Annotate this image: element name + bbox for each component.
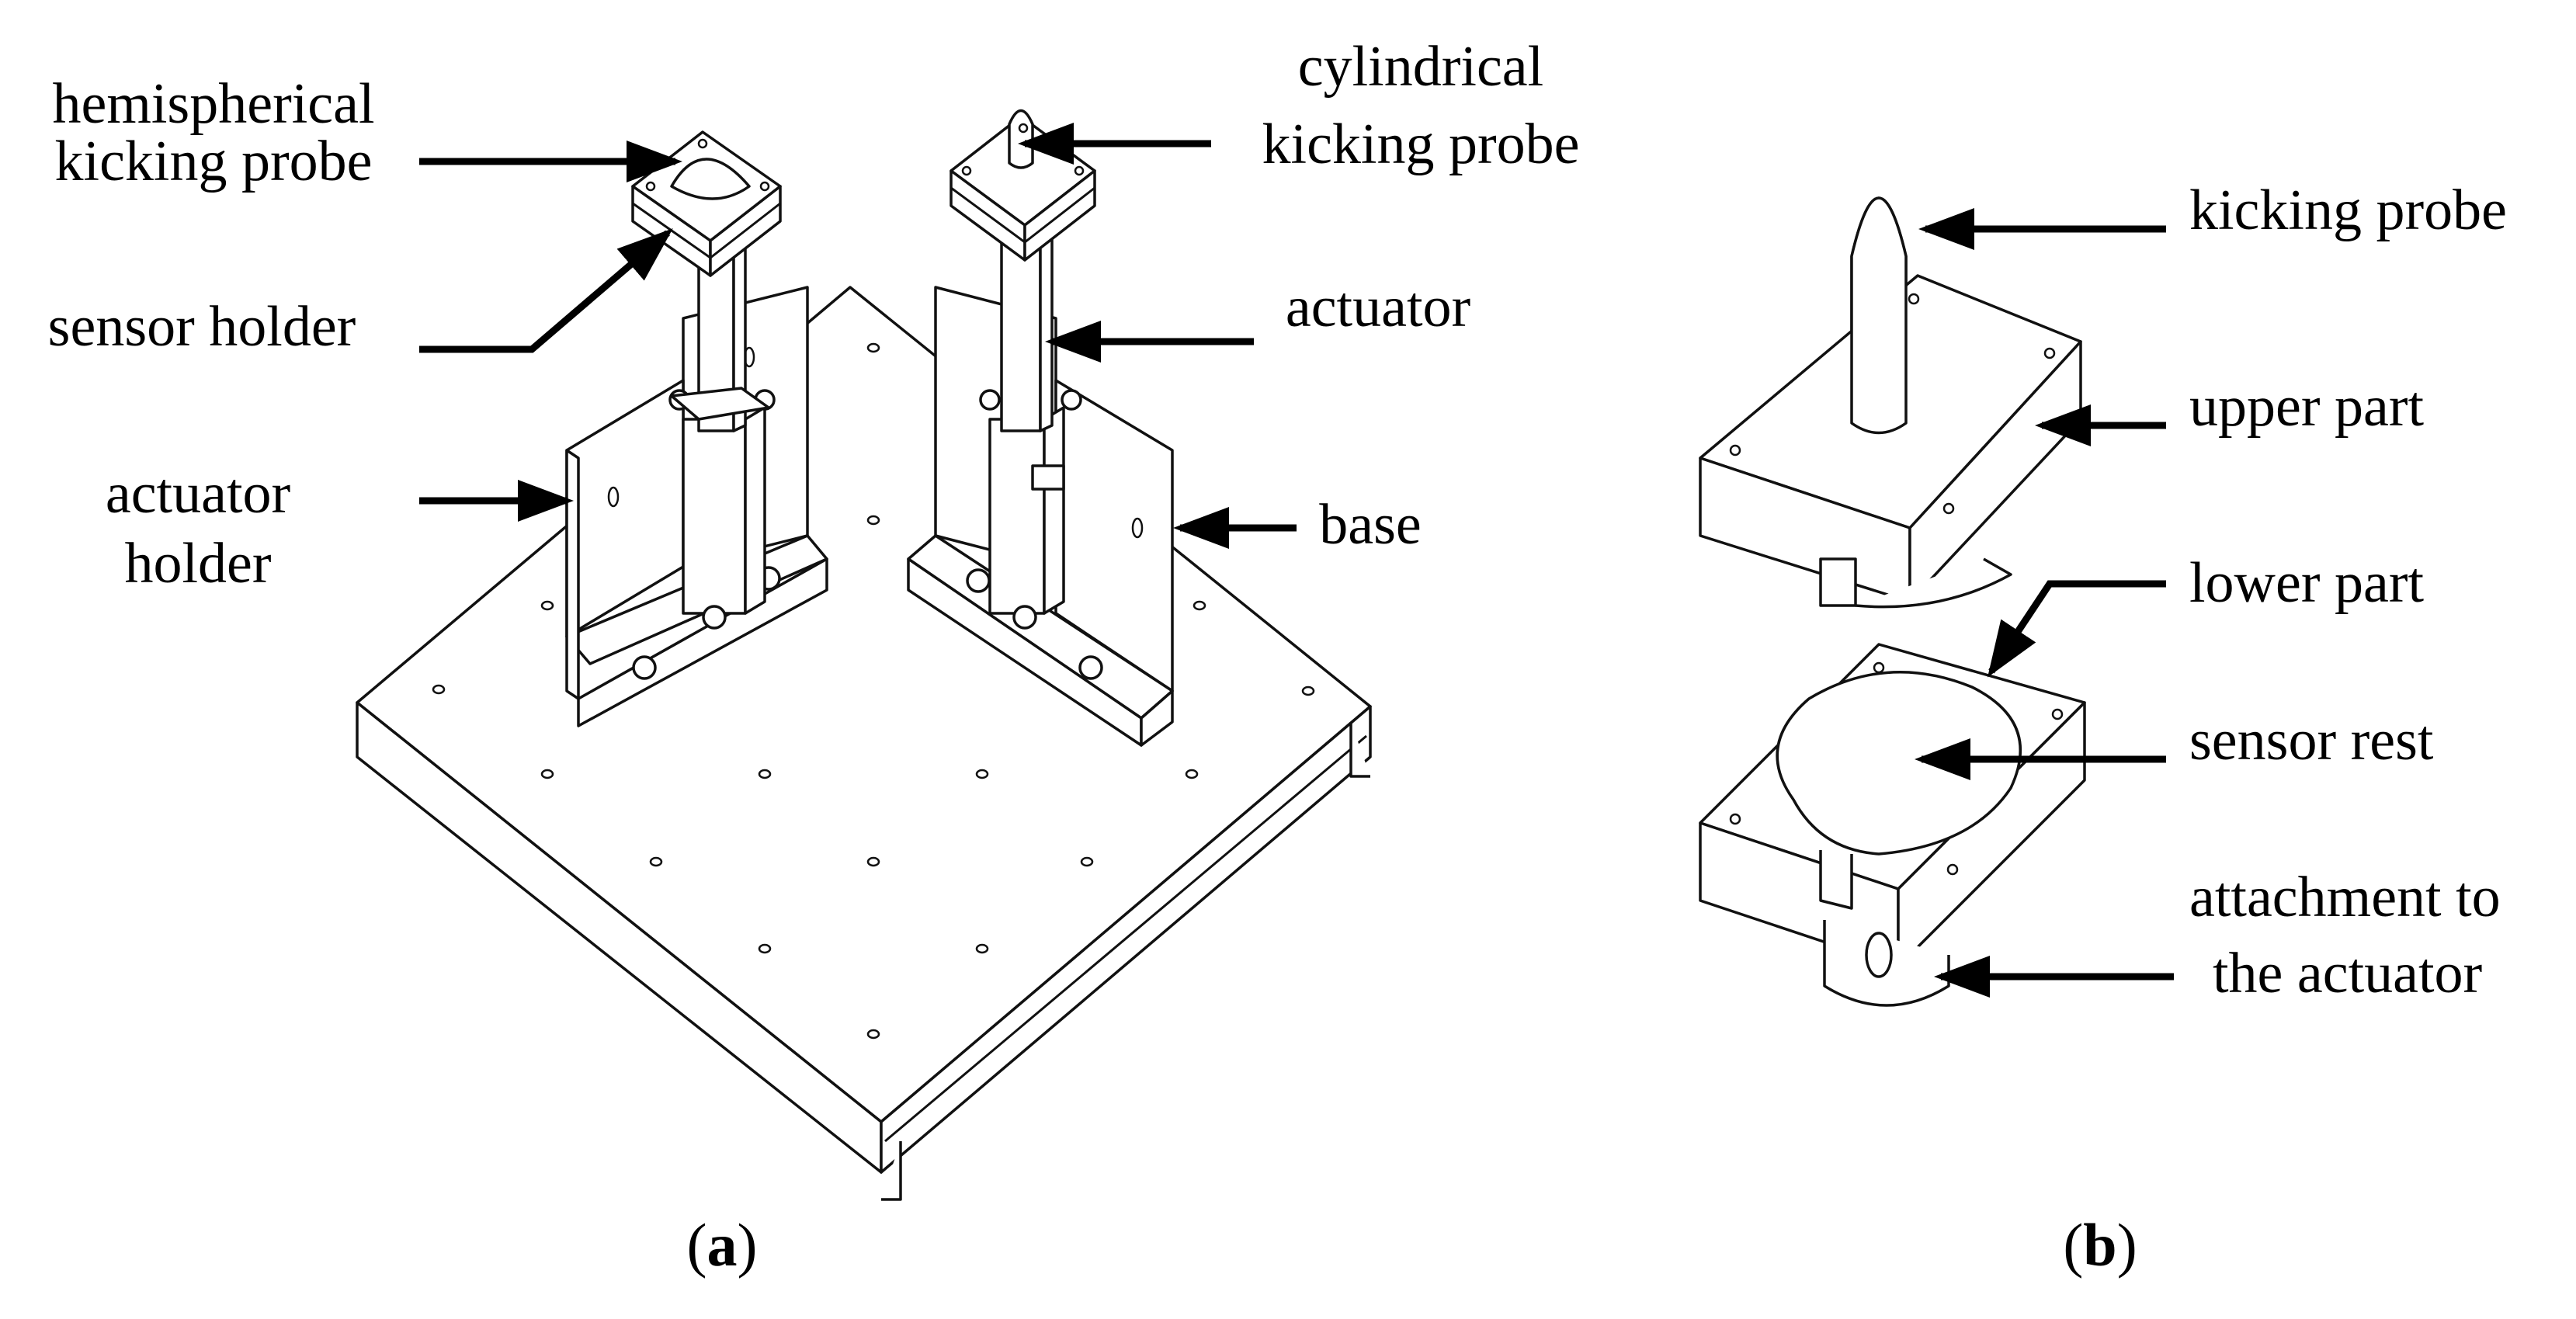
upper-part xyxy=(1699,196,2082,609)
panel-a-arrows xyxy=(419,123,1297,549)
caption-a: (a) xyxy=(687,1211,758,1279)
label-sensor-holder: sensor holder xyxy=(48,295,356,359)
label-hemispherical-line2: kicking probe xyxy=(55,130,373,193)
lower-part xyxy=(1699,643,2086,968)
label-actuator-holder-line1: actuator xyxy=(106,462,290,526)
sensor-rest-recess xyxy=(1776,670,2022,856)
label-sensor-rest: sensor rest xyxy=(2189,709,2434,772)
cylindrical-probe-pin xyxy=(1008,109,1034,169)
label-base: base xyxy=(1319,493,1422,557)
panel-b-arrows xyxy=(1915,208,2174,998)
label-cylindrical-line1: cylindrical xyxy=(1298,35,1543,99)
label-cylindrical-line2: kicking probe xyxy=(1262,113,1580,176)
label-actuator: actuator xyxy=(1286,276,1470,339)
label-actuator-holder-line2: holder xyxy=(124,532,271,595)
label-attachment-line2: the actuator xyxy=(2213,942,2482,1005)
label-lower-part: lower part xyxy=(2189,551,2424,615)
attachment-stub xyxy=(1823,920,1950,1007)
left-actuator xyxy=(668,225,776,630)
hemispherical-probe-dome xyxy=(670,158,751,200)
hemispherical-sensor-holder xyxy=(631,130,782,277)
cylindrical-sensor-holder xyxy=(950,109,1096,262)
right-actuator xyxy=(979,225,1082,630)
base-plate xyxy=(356,286,1372,1201)
caption-b: (b) xyxy=(2063,1211,2137,1279)
label-kicking-probe: kicking probe xyxy=(2189,179,2507,242)
label-upper-part: upper part xyxy=(2189,375,2424,439)
label-attachment-line1: attachment to xyxy=(2189,866,2501,929)
label-hemispherical-line1: hemispherical xyxy=(52,72,374,136)
panel-b-drawing xyxy=(1699,196,2086,1007)
panel-a-drawing xyxy=(356,109,1372,1201)
